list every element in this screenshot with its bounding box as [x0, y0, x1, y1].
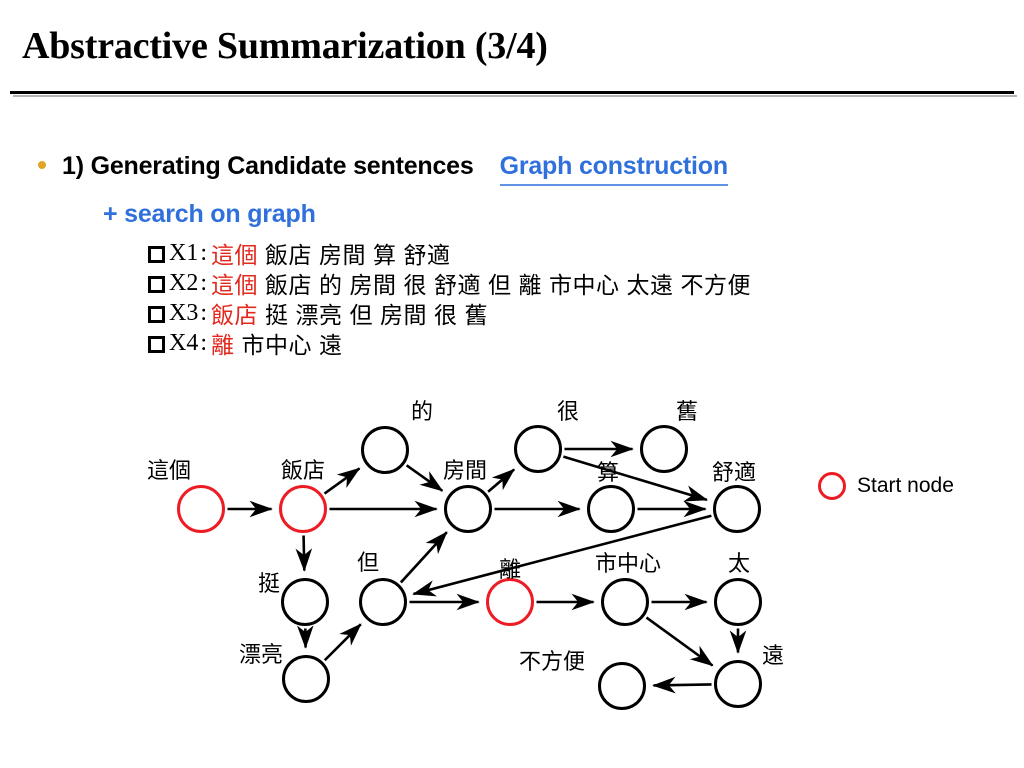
candidate-token: 算	[373, 243, 397, 269]
candidate-colon: :	[200, 329, 208, 356]
candidate-token: 離	[518, 273, 543, 299]
bullet-dot-icon	[38, 161, 46, 169]
graph-node-bufang[interactable]	[598, 662, 646, 710]
graph-node-label: 舒適	[712, 461, 757, 486]
candidate-sentence-row: X3:飯店挺漂亮但房間很舊	[148, 298, 751, 329]
graph-edge-piaoliang-to-dan	[323, 623, 362, 662]
square-bullet-icon	[148, 305, 165, 323]
graph-node-yuan[interactable]	[714, 660, 762, 708]
graph-node-fangjian[interactable]	[444, 485, 492, 533]
legend: Start node	[818, 472, 954, 500]
graph-edge-fandian-to-ting	[295, 535, 313, 572]
graph-node-fandian[interactable]	[279, 485, 327, 533]
graph-node-label: 很	[557, 400, 580, 425]
candidate-colon: :	[200, 299, 208, 326]
candidate-token: 但	[349, 303, 374, 329]
candidate-token: 房間	[349, 273, 397, 299]
candidate-id-label: X2	[169, 269, 199, 296]
graph-node-piaoliang[interactable]	[282, 655, 330, 703]
candidate-token: 很	[403, 273, 428, 299]
graph-node-label: 市中心	[595, 552, 662, 577]
graph-edge-hen-to-shushi	[562, 455, 709, 502]
square-bullet-icon	[148, 335, 165, 353]
graph-node-label: 漂亮	[239, 643, 284, 668]
title-divider-shadow	[13, 95, 1017, 97]
graph-node-tai[interactable]	[714, 578, 762, 626]
bullet-row: 1) Generating Candidate sentences Graph …	[38, 152, 728, 186]
candidate-token: 這個	[211, 243, 259, 269]
candidate-sentence-row: X2:這個飯店的房間很舒適但離市中心太遠不方便	[148, 268, 752, 299]
graph-edge-de-to-fangjian	[405, 464, 444, 492]
candidate-token: 市中心	[549, 273, 620, 299]
candidate-token: 房間	[319, 243, 367, 269]
candidate-colon: :	[200, 269, 208, 296]
candidate-token: 這個	[211, 273, 259, 299]
candidate-id-label: X4	[169, 329, 199, 356]
candidate-token: 飯店	[265, 243, 313, 269]
graph-edge-yuan-to-bufang	[652, 676, 712, 694]
graph-node-label: 太	[728, 552, 751, 577]
candidate-token: 的	[319, 273, 343, 299]
square-bullet-icon	[148, 245, 165, 263]
candidate-sentence-row: X1:這個飯店房間算舒適	[148, 238, 751, 269]
graph-node-label: 的	[411, 400, 434, 425]
graph-node-label: 房間	[443, 459, 488, 484]
candidate-token: 市中心	[241, 333, 313, 359]
graph-node-zhege[interactable]	[177, 485, 225, 533]
graph-node-label: 離	[499, 558, 522, 583]
graph-node-de[interactable]	[361, 426, 409, 474]
graph-node-ting[interactable]	[281, 578, 329, 626]
candidate-token: 飯店	[211, 303, 259, 329]
candidate-token: 離	[211, 333, 235, 359]
graph-node-label: 遠	[762, 644, 785, 669]
graph-node-li[interactable]	[486, 578, 534, 626]
page-title: Abstractive Summarization (3/4)	[22, 25, 548, 67]
candidate-token: 很	[434, 303, 458, 329]
graph-edge-dan-to-fangjian	[399, 531, 448, 584]
graph-node-label: 這個	[147, 459, 192, 484]
graph-node-suan[interactable]	[587, 485, 635, 533]
graph-node-label: 但	[357, 551, 380, 576]
graph-node-jiu[interactable]	[640, 425, 688, 473]
graph-construction-link[interactable]: Graph construction	[499, 152, 728, 186]
graph-node-label: 舊	[676, 400, 699, 425]
graph-node-label: 挺	[258, 572, 281, 597]
bullet-main-label: 1) Generating Candidate sentences	[62, 152, 474, 180]
candidate-token: 挺	[265, 303, 289, 329]
legend-label: Start node	[857, 474, 954, 497]
graph-node-label: 飯店	[281, 459, 326, 484]
candidate-token: 但	[488, 273, 512, 299]
candidate-token: 舒適	[434, 273, 482, 299]
candidate-token: 舊	[464, 303, 489, 329]
graph-node-label: 算	[597, 461, 620, 486]
candidate-colon: :	[200, 239, 208, 266]
graph-node-shushi[interactable]	[713, 485, 761, 533]
candidate-token: 舒適	[403, 243, 451, 269]
candidate-token: 太遠	[626, 273, 674, 299]
square-bullet-icon	[148, 275, 165, 293]
graph-node-hen[interactable]	[514, 425, 562, 473]
graph-edge-shushi-to-dan	[412, 514, 712, 597]
graph-edge-shizhong-to-yuan	[645, 616, 714, 667]
candidate-sentence-row: X4:離市中心遠	[148, 328, 751, 359]
candidate-token: 飯店	[265, 273, 313, 299]
graph-node-label: 不方便	[519, 650, 586, 675]
candidate-token: 房間	[380, 303, 428, 329]
candidate-token: 不方便	[680, 273, 752, 299]
graph-node-dan[interactable]	[359, 578, 407, 626]
candidate-id-label: X1	[169, 239, 199, 266]
graph-edge-fandian-to-de	[323, 467, 361, 495]
search-on-graph-label: + search on graph	[103, 200, 316, 228]
title-divider	[10, 91, 1014, 94]
start-node-circle-icon	[818, 472, 846, 500]
graph-edge-fangjian-to-hen	[487, 468, 516, 493]
candidate-id-label: X3	[169, 299, 199, 326]
graph-node-shizhong[interactable]	[601, 578, 649, 626]
candidate-token: 遠	[319, 333, 343, 359]
candidate-token: 漂亮	[295, 303, 343, 329]
